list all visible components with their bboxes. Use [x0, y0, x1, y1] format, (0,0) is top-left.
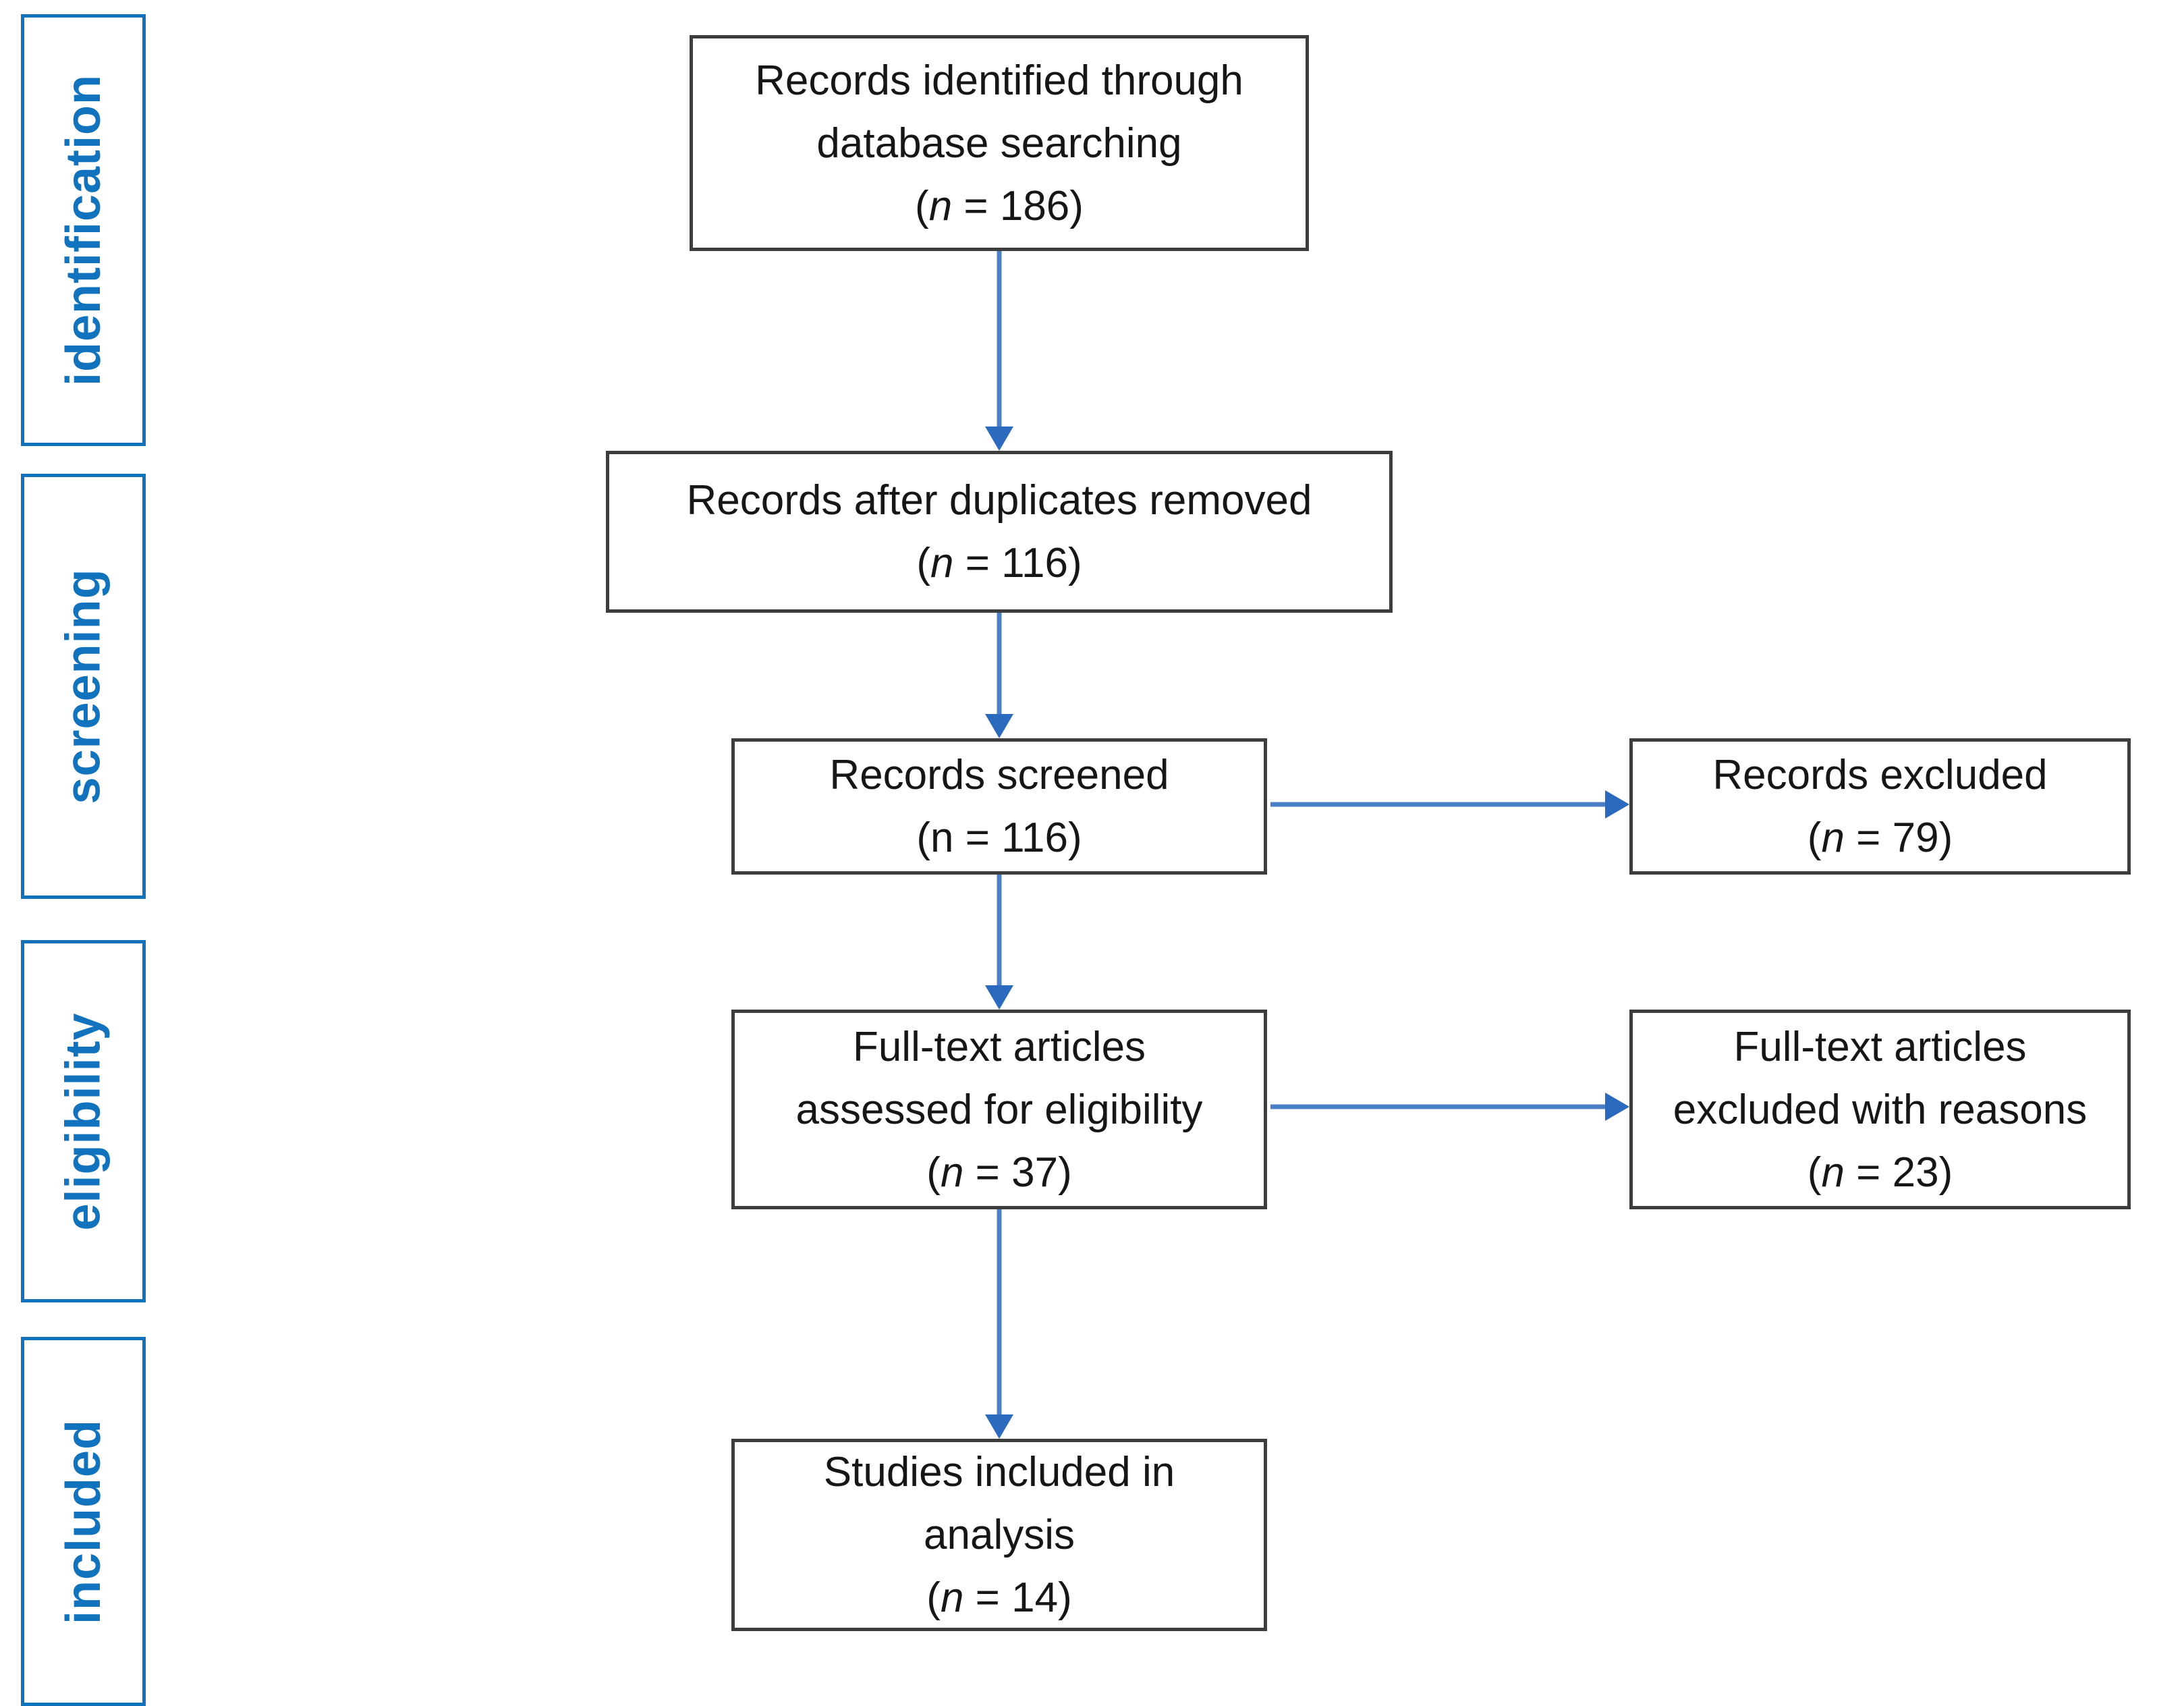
arrow-deduplicated-to-screened	[984, 613, 1014, 738]
arrow-shaft	[1270, 1104, 1612, 1109]
count-part: =	[1844, 1149, 1893, 1196]
box-count: (n = 14)	[926, 1566, 1071, 1629]
arrow-fulltext-to-included	[984, 1209, 1014, 1439]
count-n-symbol: n	[1821, 1149, 1845, 1196]
box-text-line: analysis	[924, 1512, 1075, 1558]
arrow-shaft	[997, 1209, 1002, 1421]
count-part: )	[1938, 815, 1953, 861]
arrow-shaft	[997, 875, 1002, 992]
arrowhead-right-icon	[1605, 790, 1629, 819]
box-count: (n = 116)	[916, 532, 1082, 595]
count-part: =	[963, 1574, 1012, 1621]
box-text-line: Full-text articles	[852, 1023, 1146, 1070]
arrow-shaft	[997, 613, 1002, 721]
count-part: (	[916, 815, 930, 861]
count-part: (	[915, 182, 929, 229]
count-value: 116	[1001, 540, 1068, 586]
box-text-line: Records identified through	[755, 57, 1243, 104]
stage-label-included: included	[56, 1419, 111, 1624]
arrow-shaft	[1270, 802, 1612, 807]
arrowhead-down-icon	[985, 426, 1013, 451]
count-part: )	[1069, 182, 1084, 229]
count-part: =	[952, 182, 1000, 229]
box-text-line: Records screened	[829, 752, 1169, 798]
flow-box-records-screened: Records screened (n = 116)	[731, 738, 1267, 875]
count-value: 186	[999, 182, 1070, 229]
box-text-line: Records after duplicates removed	[686, 477, 1312, 524]
flow-box-records-identified: Records identified through database sear…	[690, 35, 1309, 251]
box-count: (n = 79)	[1808, 806, 1953, 869]
box-text-line: assessed for eligibility	[795, 1086, 1203, 1133]
count-value: 116	[1001, 815, 1068, 861]
count-n-symbol: n	[940, 1574, 964, 1621]
arrow-identified-to-deduplicated	[984, 251, 1014, 451]
flow-box-studies-included: Studies included in analysis (n = 14)	[731, 1439, 1267, 1631]
box-text-line: excluded with reasons	[1673, 1086, 2088, 1133]
box-text-line: Studies included in	[823, 1449, 1175, 1495]
count-part: =	[953, 540, 1002, 586]
count-n-symbol: n	[930, 815, 954, 861]
box-count: (n = 37)	[926, 1141, 1071, 1204]
count-part: (	[1807, 1149, 1822, 1196]
count-part: )	[1938, 1149, 1953, 1196]
box-count: (n = 116)	[916, 806, 1082, 869]
flow-box-fulltext-assessed: Full-text articles assessed for eligibil…	[731, 1010, 1267, 1209]
stage-label-screening: screening	[56, 568, 111, 804]
stage-label-identification: identification	[56, 74, 111, 386]
count-part: )	[1068, 815, 1082, 861]
stage-box-identification: identification	[21, 14, 146, 446]
count-value: 23	[1892, 1149, 1939, 1196]
count-part: (	[926, 1149, 941, 1196]
count-part: (	[926, 1574, 941, 1621]
count-part: (	[1807, 815, 1822, 861]
count-part: )	[1058, 1574, 1072, 1621]
arrow-shaft	[997, 251, 1002, 433]
arrowhead-right-icon	[1605, 1093, 1629, 1121]
count-n-symbol: n	[1821, 815, 1845, 861]
box-count: (n = 23)	[1808, 1141, 1953, 1204]
count-part: )	[1068, 540, 1082, 586]
count-n-symbol: n	[928, 182, 953, 229]
count-part: =	[963, 1149, 1012, 1196]
flow-box-duplicates-removed: Records after duplicates removed (n = 11…	[606, 451, 1393, 613]
count-n-symbol: n	[930, 540, 954, 586]
box-count: (n = 186)	[915, 175, 1084, 238]
arrow-fulltext-to-excluded	[1270, 1092, 1629, 1122]
arrow-screened-to-excluded	[1270, 790, 1629, 819]
arrow-screened-to-fulltext	[984, 875, 1014, 1010]
count-part: =	[953, 815, 1002, 861]
arrowhead-down-icon	[985, 1414, 1013, 1439]
flow-box-records-excluded: Records excluded (n = 79)	[1629, 738, 2131, 875]
count-part: =	[1844, 815, 1893, 861]
count-value: 37	[1011, 1149, 1059, 1196]
stage-box-eligibility: eligibility	[21, 940, 146, 1302]
box-text-line: Full-text articles	[1733, 1023, 2027, 1070]
count-part: (	[916, 540, 930, 586]
flow-box-fulltext-excluded: Full-text articles excluded with reasons…	[1629, 1010, 2131, 1209]
count-value: 14	[1011, 1574, 1059, 1621]
stage-box-included: included	[21, 1337, 146, 1706]
stage-label-eligibility: eligibility	[56, 1012, 111, 1231]
box-text-line: database searching	[816, 119, 1182, 167]
count-n-symbol: n	[940, 1149, 964, 1196]
stage-box-screening: screening	[21, 474, 146, 899]
arrowhead-down-icon	[985, 985, 1013, 1010]
arrowhead-down-icon	[985, 714, 1013, 738]
count-part: )	[1058, 1149, 1072, 1196]
count-value: 79	[1892, 815, 1939, 861]
box-text-line: Records excluded	[1712, 752, 2048, 798]
